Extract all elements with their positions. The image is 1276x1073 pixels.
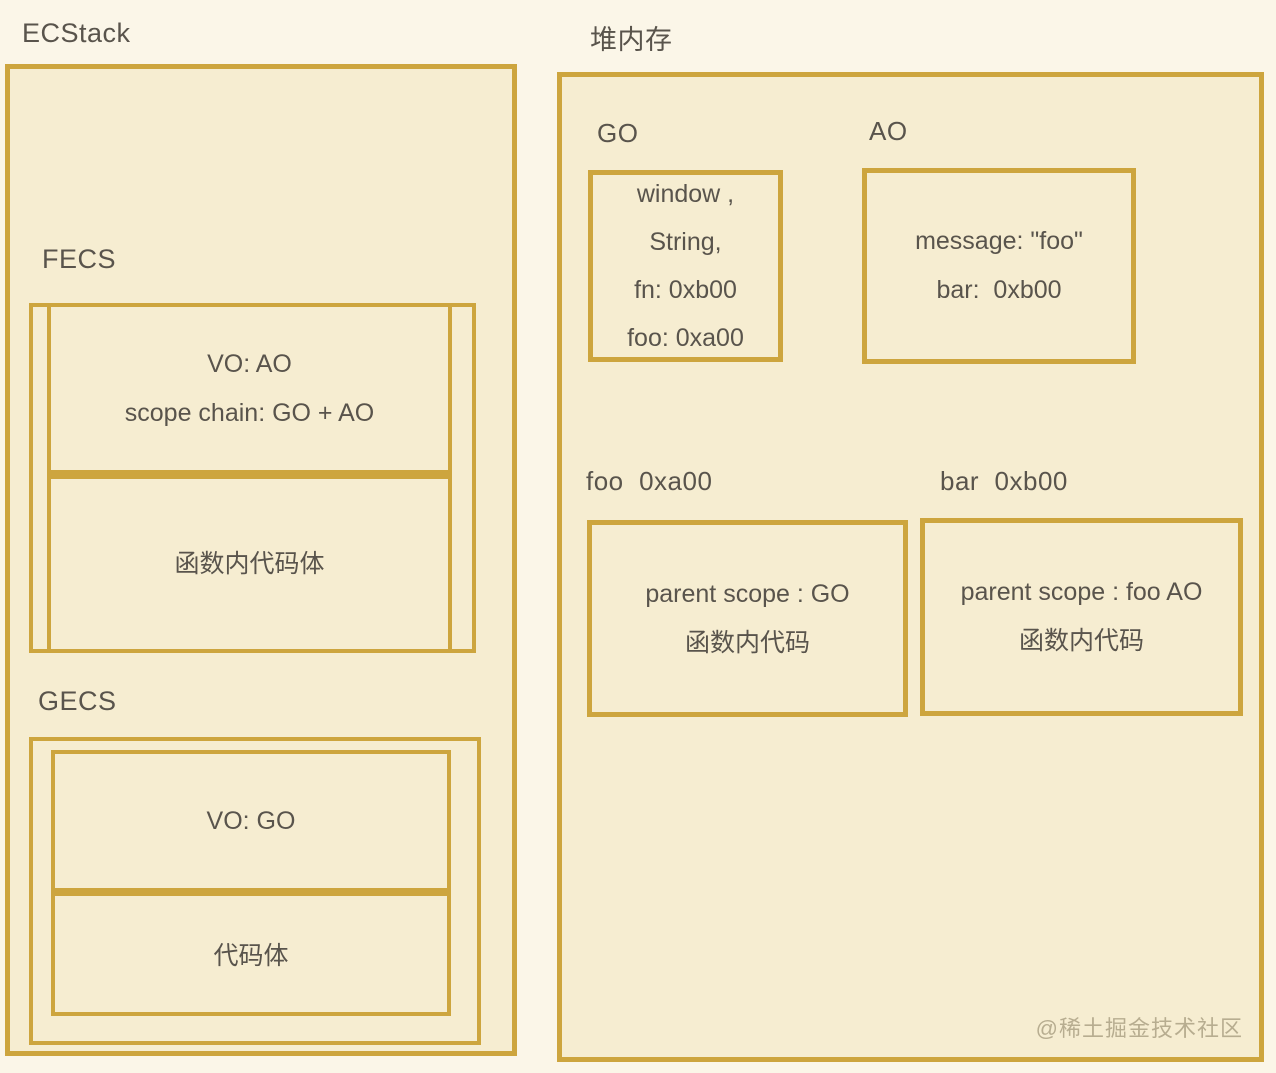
- foo-address-label: foo 0xa00: [586, 466, 713, 496]
- foo-code-text: 函数内代码: [684, 628, 810, 657]
- go-line-window: window ,: [636, 180, 735, 208]
- fecs-frame-inner: VO: AO scope chain: GO + AO 函数内代码体: [47, 303, 452, 653]
- bar-function-box: parent scope : foo AO 函数内代码: [920, 518, 1243, 716]
- go-label: GO: [597, 118, 639, 148]
- ao-object-box: message: "foo" bar: 0xb00: [862, 168, 1136, 364]
- foo-function-box: parent scope : GO 函数内代码: [587, 520, 908, 717]
- go-object-box: window , String, fn: 0xb00 foo: 0xa00: [588, 170, 783, 362]
- gecs-frame: VO: GO 代码体: [29, 737, 481, 1045]
- fecs-code-row: 函数内代码体: [51, 470, 448, 649]
- gecs-code-text: 代码体: [213, 942, 289, 970]
- go-line-fn: fn: 0xb00: [634, 276, 737, 304]
- ao-line-message: message: "foo": [915, 227, 1083, 255]
- foo-parent-scope-text: parent scope : GO: [645, 579, 850, 608]
- gecs-code-row: 代码体: [55, 888, 447, 1012]
- ao-line-bar: bar: 0xb00: [936, 276, 1062, 304]
- bar-parent-scope-text: parent scope : foo AO: [960, 578, 1203, 606]
- go-line-foo: foo: 0xa00: [627, 324, 744, 352]
- fecs-frame: VO: AO scope chain: GO + AO 函数内代码体: [29, 303, 476, 653]
- ao-label: AO: [869, 116, 908, 146]
- fecs-scope-chain-text: scope chain: GO + AO: [124, 398, 375, 427]
- gecs-vo-row: VO: GO: [55, 754, 447, 888]
- bar-code-text: 函数内代码: [1018, 627, 1144, 655]
- bar-address-label: bar 0xb00: [940, 466, 1068, 496]
- fecs-vo-text: VO: AO: [207, 349, 292, 378]
- fecs-vo-row: VO: AO scope chain: GO + AO: [51, 307, 448, 470]
- juejin-watermark: @稀土掘金技术社区: [1035, 1016, 1243, 1041]
- fecs-label: FECS: [42, 244, 117, 274]
- ecstack-title: ECStack: [22, 18, 131, 48]
- gecs-label: GECS: [38, 686, 117, 716]
- gecs-frame-inner: VO: GO 代码体: [51, 750, 451, 1016]
- gecs-vo-text: VO: GO: [206, 806, 296, 835]
- fecs-code-text: 函数内代码体: [174, 549, 325, 578]
- heap-panel: GO window , String, fn: 0xb00 foo: 0xa00…: [557, 72, 1264, 1062]
- heap-title: 堆内存: [590, 25, 673, 55]
- ecstack-panel: FECS VO: AO scope chain: GO + AO 函数内代码体 …: [5, 64, 517, 1056]
- go-line-string: String,: [649, 228, 722, 256]
